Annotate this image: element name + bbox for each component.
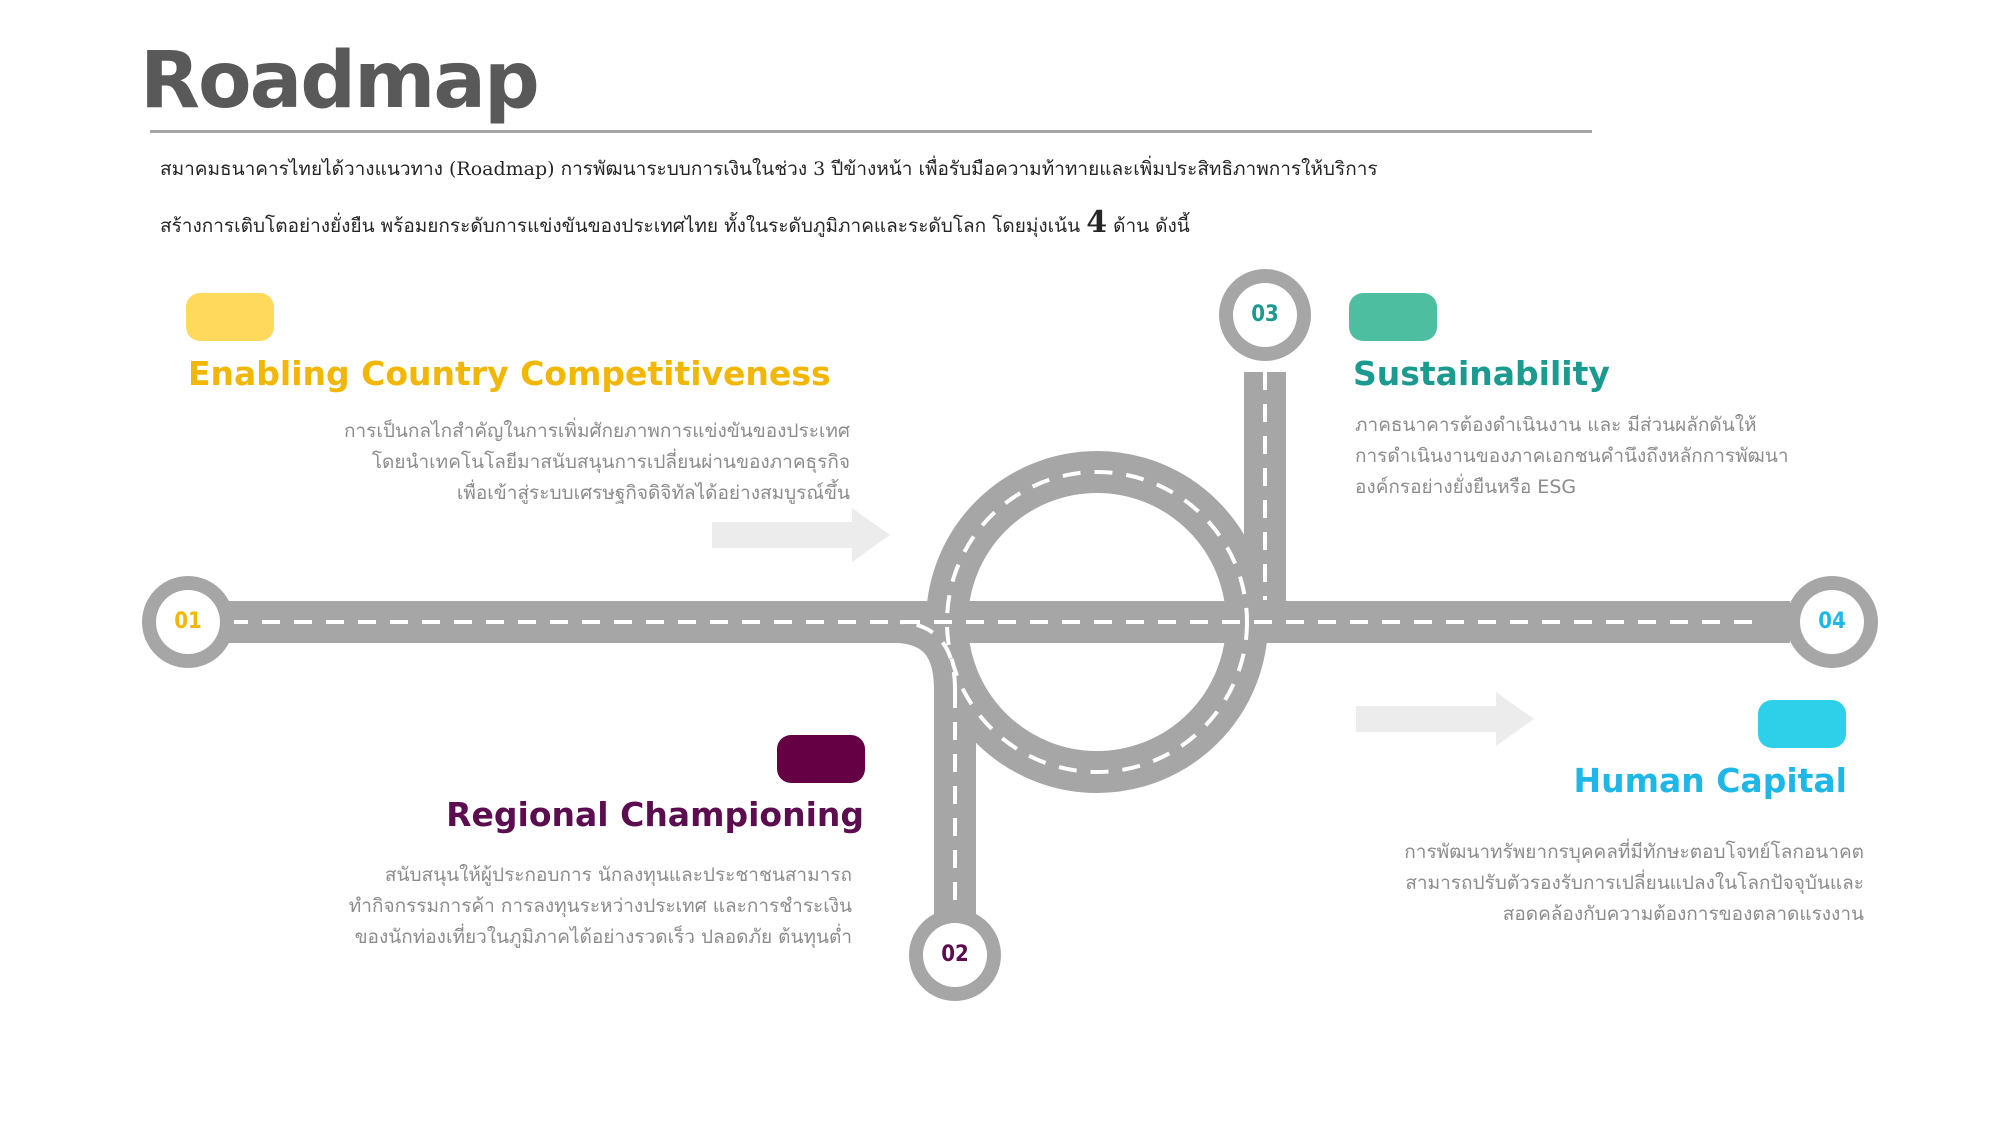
node-02	[909, 909, 1001, 1001]
node-label-01: 01	[174, 609, 202, 634]
regional-marker	[777, 735, 865, 783]
intro-focus-count: 4	[1086, 205, 1108, 240]
node-04	[1786, 576, 1878, 668]
human-capital-line: สอดคล้องกับความต้องการของตลาดแรงงาน	[1502, 903, 1864, 925]
regional-line: ของนักท่องเที่ยวในภูมิภาคได้อย่างรวดเร็ว…	[354, 926, 852, 948]
human-capital-heading: Human Capital	[1573, 761, 1847, 800]
regional-description: สนับสนุนให้ผู้ประกอบการ นักลงทุนและประชา…	[349, 860, 852, 953]
human-capital-line: การพัฒนาทรัพยากรบุคคลที่มีทักษะตอบโจทย์โ…	[1404, 841, 1864, 863]
human-capital-line: สามารถปรับตัวรองรับการเปลี่ยนแปลงในโลกปั…	[1405, 872, 1864, 894]
intro-line-2-text: สร้างการเติบโตอย่างยั่งยืน พร้อมยกระดับก…	[160, 215, 1081, 237]
competitiveness-marker	[186, 293, 274, 341]
intro-line-2-suffix: ด้าน ดังนี้	[1113, 215, 1190, 237]
regional-heading: Regional Championing	[446, 795, 864, 834]
title-divider	[150, 130, 1592, 133]
competitiveness-heading: Enabling Country Competitiveness	[188, 354, 831, 393]
competitiveness-line: การเป็นกลไกสำคัญในการเพิ่มศักยภาพการแข่ง…	[344, 420, 850, 442]
human-capital-marker	[1758, 700, 1846, 748]
sustainability-description: ภาคธนาคารต้องดำเนินงาน และ มีส่วนผลักดัน…	[1355, 410, 1788, 503]
sustainability-line: การดำเนินงานของภาคเอกชนคำนึงถึงหลักการพั…	[1355, 445, 1789, 467]
sustainability-line: องค์กรอย่างยั่งยืนหรือ ESG	[1355, 476, 1577, 498]
node-label-02: 02	[941, 942, 969, 967]
node-label-04: 04	[1818, 609, 1846, 634]
node-label-03: 03	[1251, 302, 1279, 327]
sustainability-marker	[1349, 293, 1437, 341]
human-capital-description: การพัฒนาทรัพยากรบุคคลที่มีทักษะตอบโจทย์โ…	[1404, 837, 1864, 930]
road-lane-markings	[230, 372, 1755, 905]
competitiveness-line: โดยนำเทคโนโลยีมาสนับสนุนการเปลี่ยนผ่านขอ…	[371, 451, 850, 473]
intro-line-2: สร้างการเติบโตอย่างยั่งยืน พร้อมยกระดับก…	[160, 205, 1190, 241]
sustainability-heading: Sustainability	[1353, 354, 1610, 393]
node-03	[1219, 269, 1311, 361]
regional-line: สนับสนุนให้ผู้ประกอบการ นักลงทุนและประชา…	[384, 864, 852, 886]
sustainability-line: ภาคธนาคารต้องดำเนินงาน และ มีส่วนผลักดัน…	[1355, 414, 1757, 436]
competitiveness-line: เพื่อเข้าสู่ระบบเศรษฐกิจดิจิทัลได้อย่างส…	[456, 482, 850, 504]
regional-line: ทำกิจกรรมการค้า การลงทุนระหว่างประเทศ แล…	[348, 895, 852, 917]
arrow-human-capital	[1356, 692, 1534, 746]
intro-line-1: สมาคมธนาคารไทยได้วางแนวทาง (Roadmap) การ…	[160, 158, 1378, 180]
competitiveness-description: การเป็นกลไกสำคัญในการเพิ่มศักยภาพการแข่ง…	[344, 416, 850, 509]
node-01	[142, 576, 234, 668]
page-title: Roadmap	[140, 36, 540, 126]
arrow-competitiveness	[712, 508, 890, 562]
